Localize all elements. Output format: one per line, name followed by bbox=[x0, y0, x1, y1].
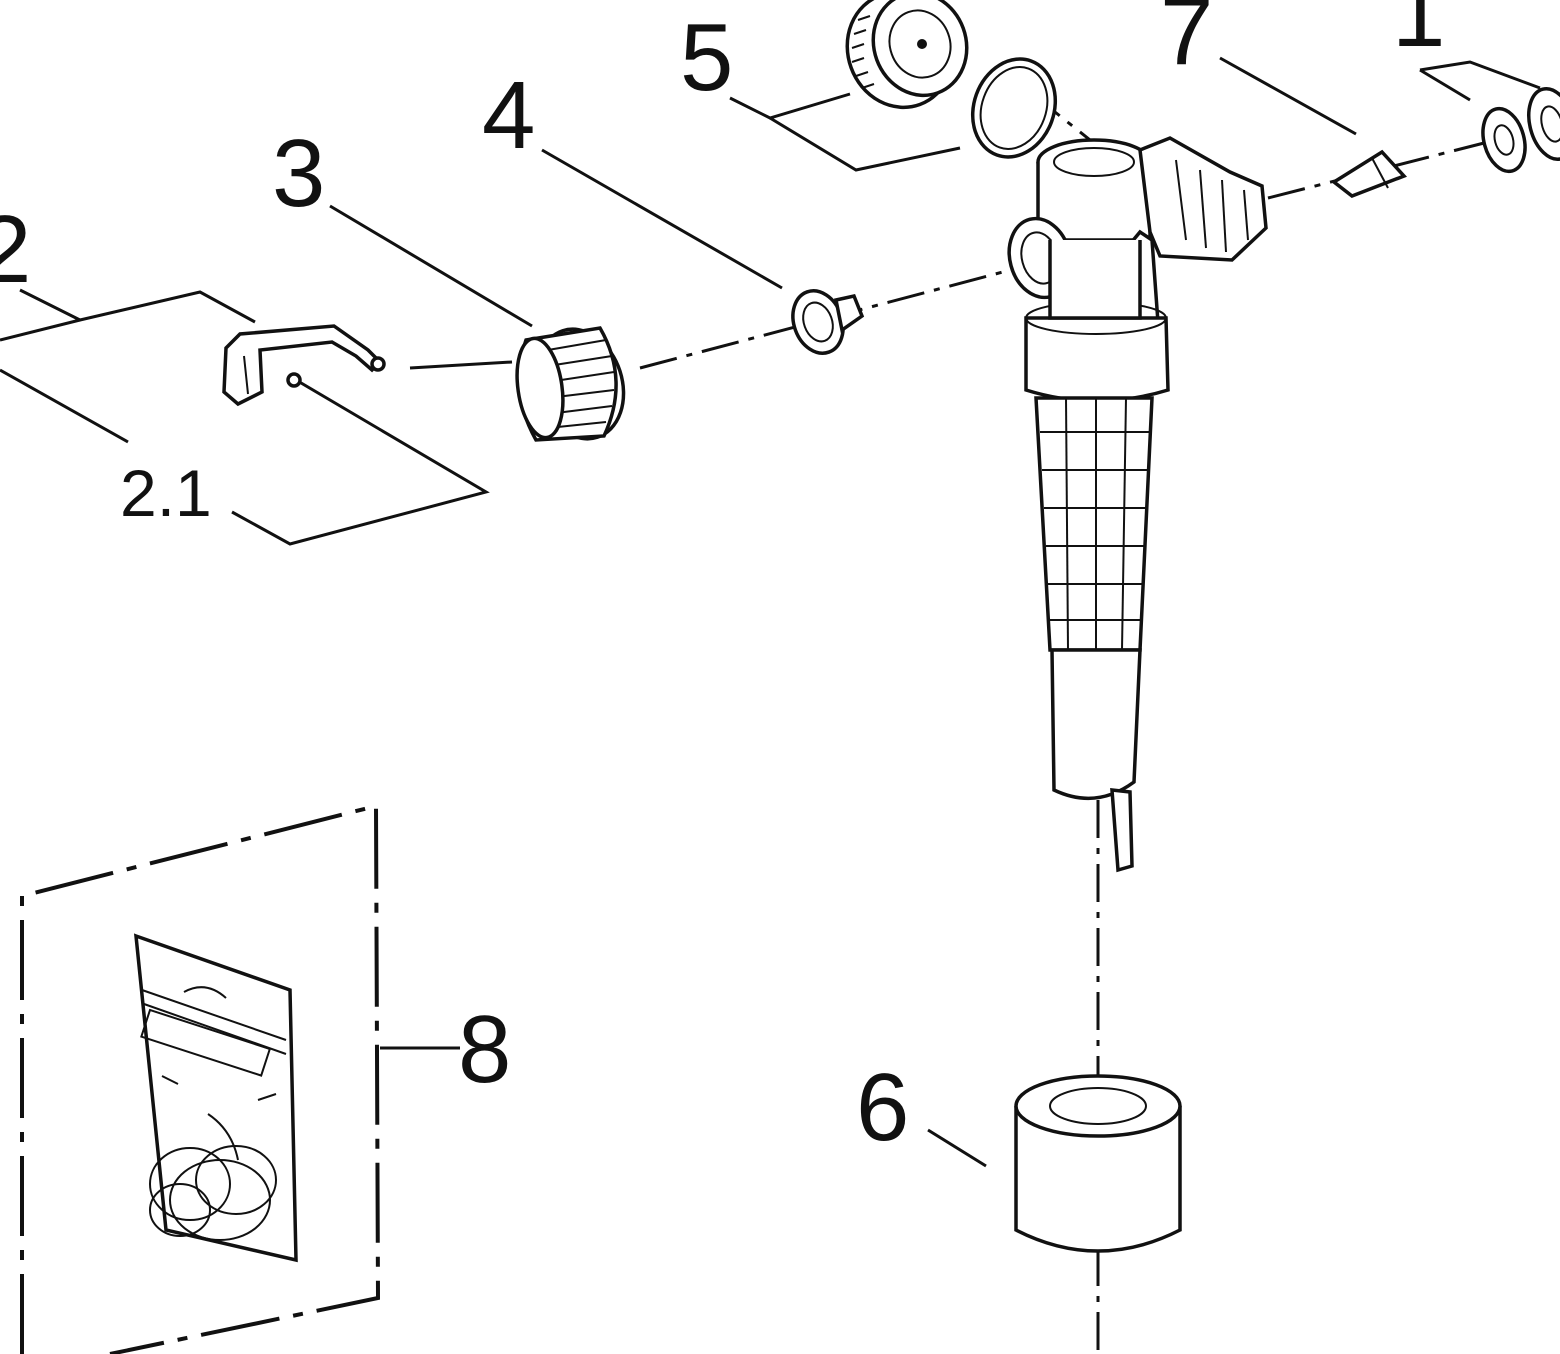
callout-2-1: 2.1 bbox=[120, 456, 212, 530]
part-5-o-ring bbox=[970, 57, 1058, 159]
part-2-lever bbox=[222, 324, 386, 407]
callout-8: 8 bbox=[458, 996, 511, 1103]
part-5-cap bbox=[845, 0, 969, 110]
main-valve-body bbox=[1007, 136, 1268, 873]
leader-lines bbox=[0, 56, 1541, 1168]
callout-2: 2 bbox=[0, 196, 31, 303]
part-6-float-cylinder bbox=[1014, 1074, 1182, 1253]
callout-4: 4 bbox=[482, 62, 535, 169]
part-4-valve-insert bbox=[791, 289, 865, 355]
assembly-axis-lines bbox=[409, 90, 1489, 1354]
callout-5: 5 bbox=[680, 4, 733, 111]
part-7-cone-nozzle bbox=[1330, 149, 1408, 198]
callout-1: 1 bbox=[1392, 0, 1445, 67]
part-1-washer-nut bbox=[1481, 87, 1560, 174]
part-8-seal-kit bbox=[20, 803, 381, 1354]
callout-3: 3 bbox=[272, 120, 325, 227]
part-2-1-pin bbox=[286, 372, 302, 388]
callout-7: 7 bbox=[1160, 0, 1213, 85]
callout-6: 6 bbox=[856, 1054, 909, 1161]
part-3-knurled-nut bbox=[515, 326, 626, 442]
